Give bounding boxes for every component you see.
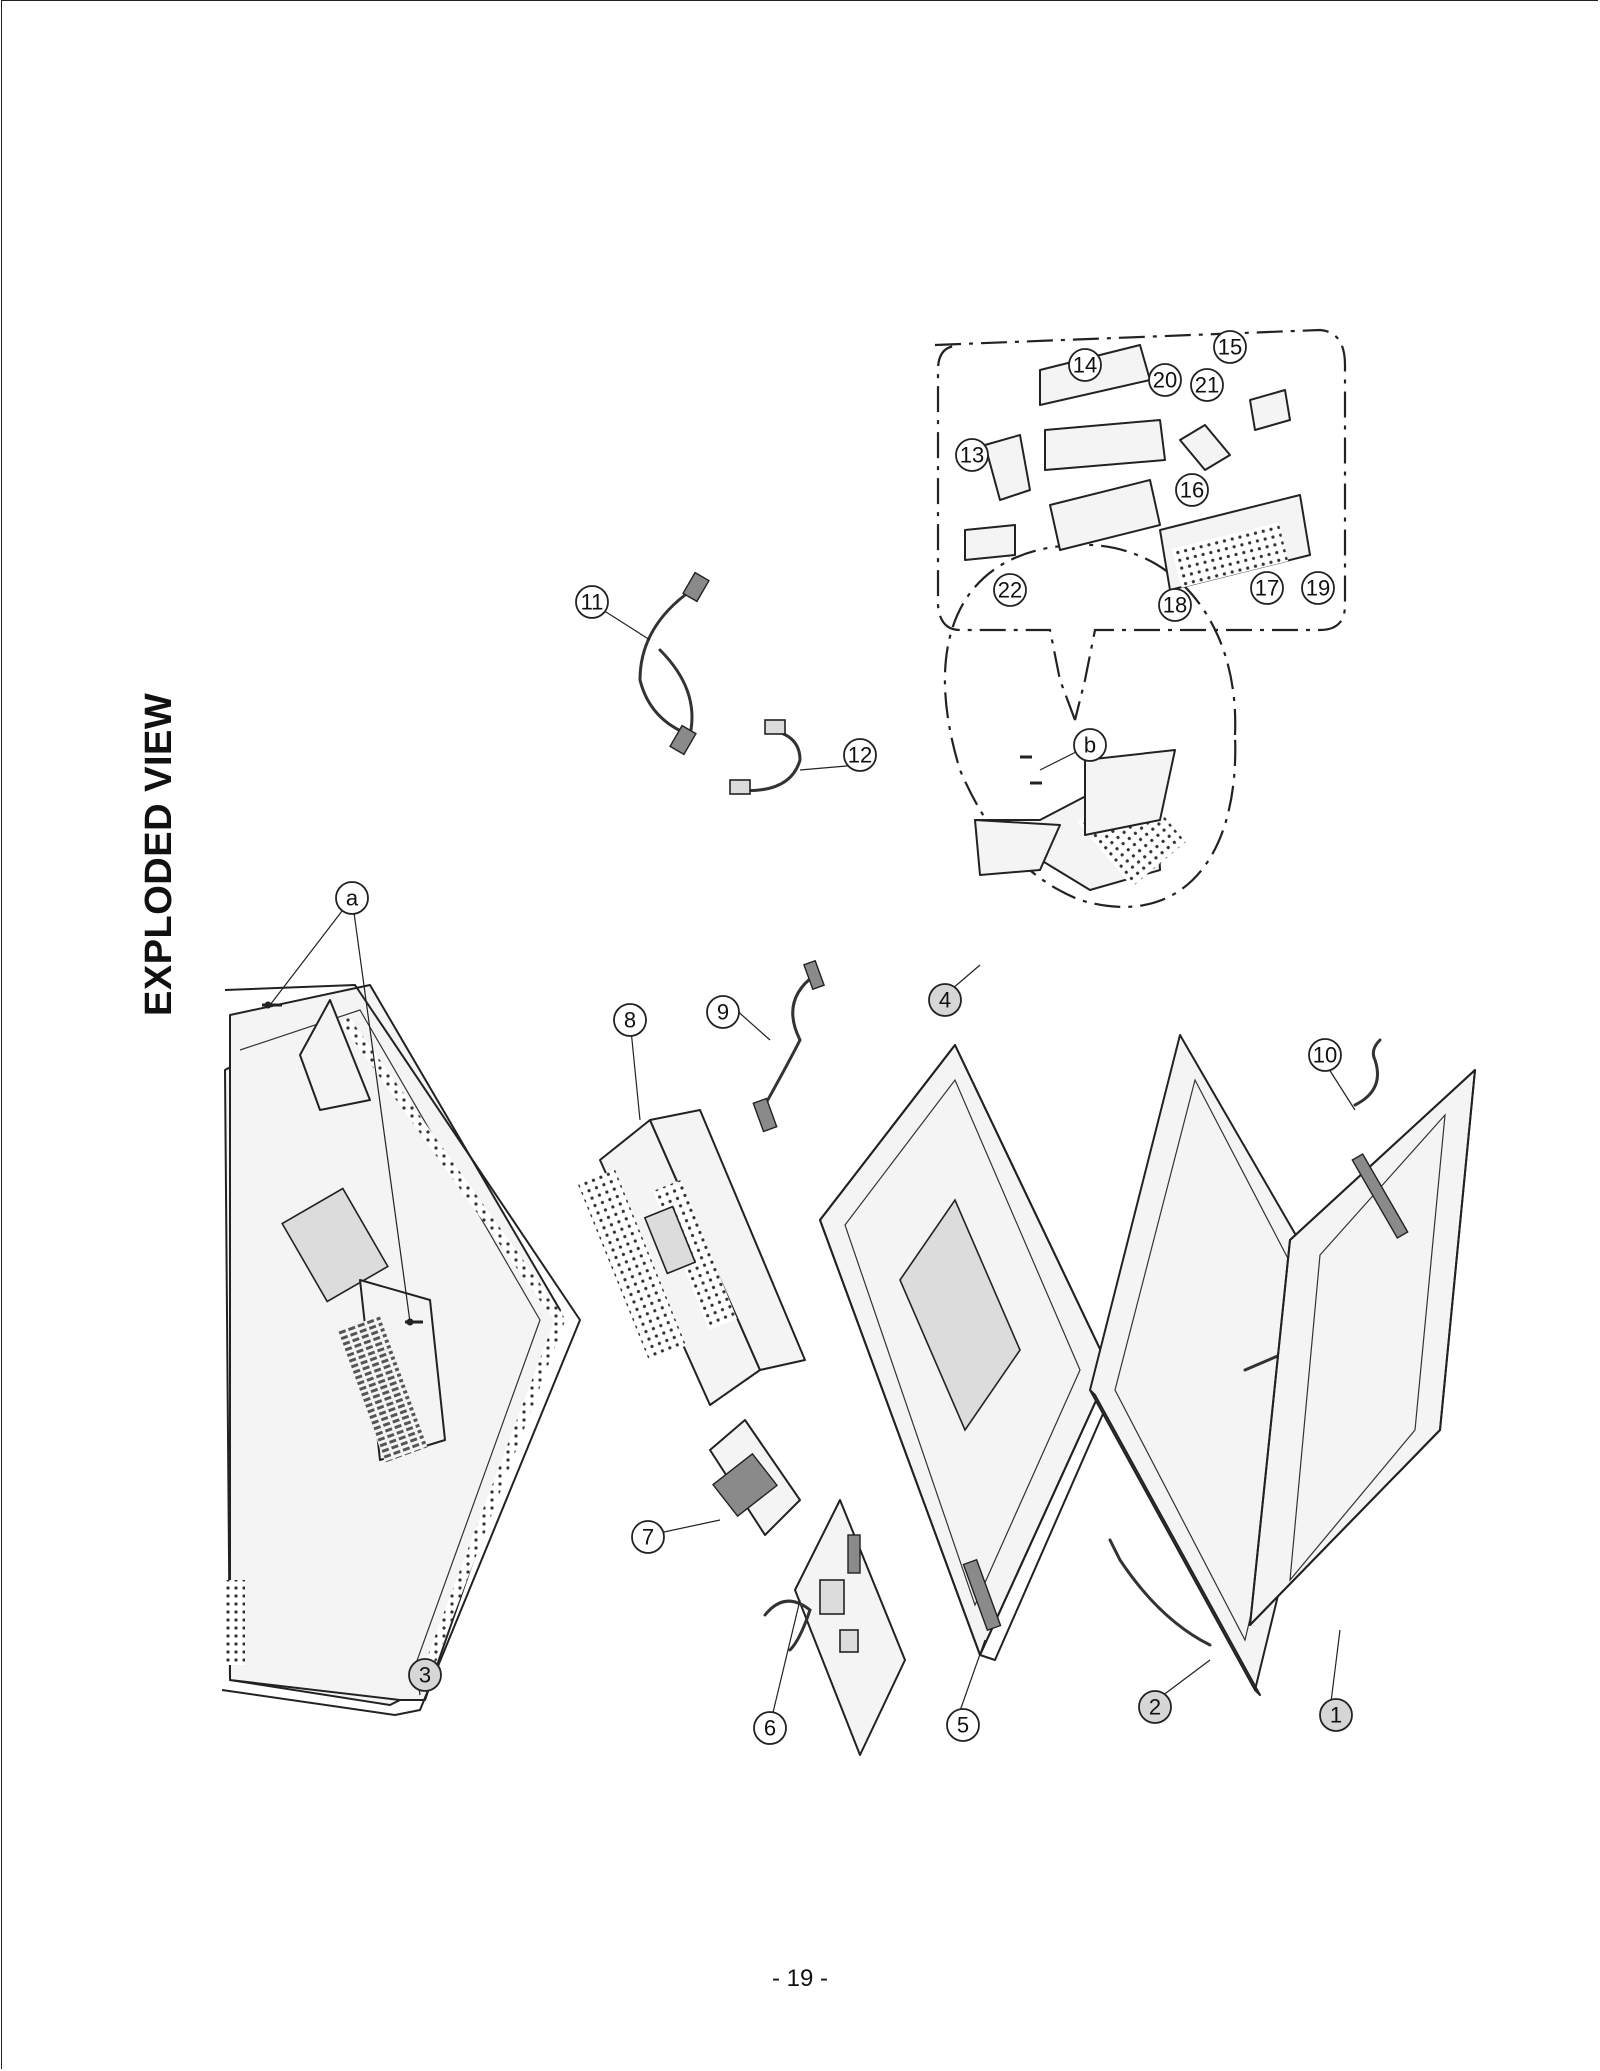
callout-13: 13 <box>955 438 989 472</box>
small-pcb-part <box>709 1419 801 1536</box>
svg-text:22: 22 <box>998 578 1022 603</box>
ffc-cable-part <box>752 959 825 1133</box>
callout-19: 19 <box>1301 571 1335 605</box>
callout-21: 21 <box>1190 368 1224 402</box>
callout-b: b <box>1073 728 1107 762</box>
svg-text:a: a <box>346 886 359 911</box>
back-cover-part <box>221 984 581 1716</box>
page-number: - 19 - <box>771 1965 828 1992</box>
svg-text:b: b <box>1084 733 1096 758</box>
vesa-plate <box>281 1187 389 1303</box>
callout-15: 15 <box>1213 330 1247 364</box>
svg-text:14: 14 <box>1073 353 1097 378</box>
callout-5: 5 <box>946 1708 980 1742</box>
callout-7: 7 <box>631 1520 665 1554</box>
svg-text:5: 5 <box>957 1713 969 1738</box>
callout-11: 11 <box>575 585 609 619</box>
callout-a: a <box>335 881 369 915</box>
screw-b <box>1020 755 1042 785</box>
callout-10: 10 <box>1308 1038 1342 1072</box>
callout-6: 6 <box>753 1711 787 1745</box>
callout-14: 14 <box>1068 348 1102 382</box>
shield-case-part <box>577 1109 806 1406</box>
svg-text:6: 6 <box>764 1716 776 1741</box>
callout-12: 12 <box>843 738 877 772</box>
svg-text:13: 13 <box>960 443 984 468</box>
svg-text:2: 2 <box>1149 1695 1161 1720</box>
svg-text:20: 20 <box>1153 368 1177 393</box>
bezel-cable-part <box>1353 1038 1382 1107</box>
callout-4: 4 <box>928 983 962 1017</box>
stand-assembly-part <box>943 543 1237 908</box>
svg-text:16: 16 <box>1180 478 1204 503</box>
callout-18: 18 <box>1158 588 1192 622</box>
front-bezel-part <box>1249 1069 1476 1626</box>
svg-text:19: 19 <box>1306 576 1330 601</box>
svg-text:10: 10 <box>1313 1043 1337 1068</box>
callout-3: 3 <box>408 1658 442 1692</box>
svg-text:15: 15 <box>1218 335 1242 360</box>
svg-text:18: 18 <box>1163 593 1187 618</box>
svg-text:1: 1 <box>1330 1703 1342 1728</box>
callout-16: 16 <box>1175 473 1209 507</box>
svg-text:8: 8 <box>624 1008 636 1033</box>
main-pcb-part <box>763 1499 906 1756</box>
callout-20: 20 <box>1148 363 1182 397</box>
callout-1: 1 <box>1319 1698 1353 1732</box>
svg-text:4: 4 <box>939 988 951 1013</box>
svg-text:21: 21 <box>1195 373 1219 398</box>
leader-lines <box>269 604 1356 1726</box>
screw-a-top <box>262 1001 282 1009</box>
svg-text:7: 7 <box>642 1525 654 1550</box>
svg-text:11: 11 <box>581 590 604 615</box>
callout-2: 2 <box>1138 1690 1172 1724</box>
svg-text:9: 9 <box>717 1000 729 1025</box>
svg-text:12: 12 <box>848 743 872 768</box>
svg-text:3: 3 <box>419 1663 431 1688</box>
callout-22: 22 <box>993 573 1027 607</box>
callout-9: 9 <box>706 995 740 1029</box>
stand-detail-box <box>934 328 1347 721</box>
svg-text:17: 17 <box>1255 576 1279 601</box>
signal-cable-12 <box>729 719 802 795</box>
callout-8: 8 <box>613 1003 647 1037</box>
signal-cable-11 <box>638 571 710 756</box>
callout-17: 17 <box>1250 571 1284 605</box>
